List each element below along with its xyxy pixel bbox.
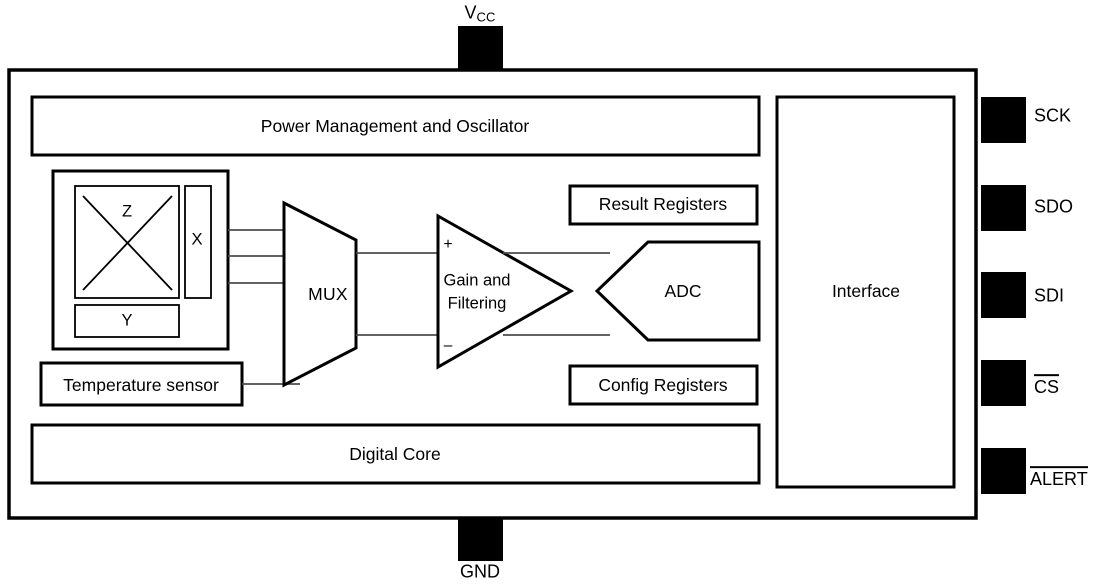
pin-sdo xyxy=(981,185,1026,231)
block-mux xyxy=(282,200,358,388)
block-adc xyxy=(594,240,761,342)
block-result-registers xyxy=(568,184,759,226)
pin-cs xyxy=(981,360,1026,406)
pin-sck xyxy=(981,97,1026,143)
block-axis-y xyxy=(74,304,180,338)
block-config-registers xyxy=(568,364,759,406)
block-axis-x xyxy=(184,185,212,299)
block-power-management xyxy=(30,95,761,157)
pin-sdi xyxy=(981,272,1026,318)
block-digital-core xyxy=(30,423,761,485)
pin-gnd xyxy=(458,515,503,561)
block-interface xyxy=(775,95,956,489)
pin-alert xyxy=(981,448,1026,494)
block-temperature-sensor xyxy=(39,361,244,407)
axis-z-diagonal-2 xyxy=(82,195,173,291)
pin-vcc xyxy=(458,26,503,72)
